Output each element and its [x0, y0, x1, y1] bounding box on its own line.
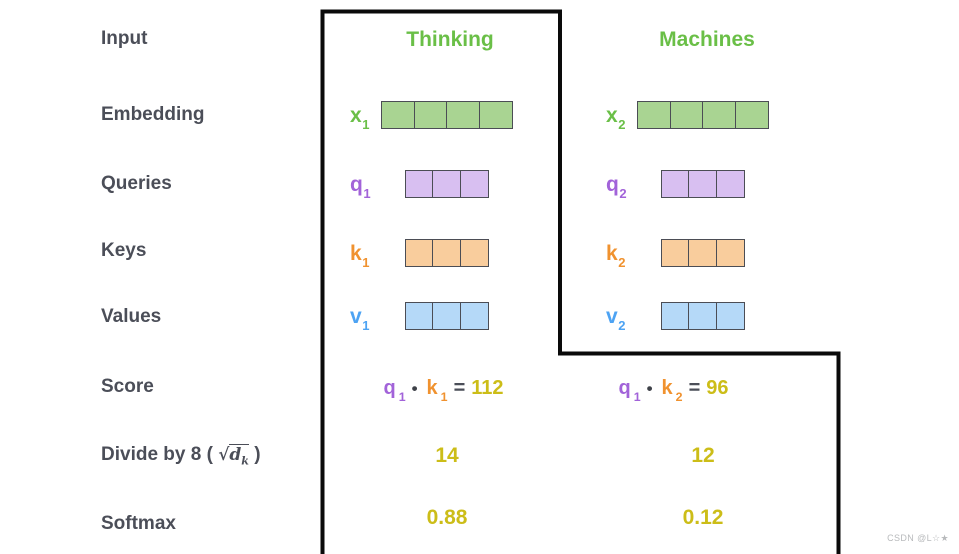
row-label-divide: Divide by 8 ( √dk ) — [101, 443, 261, 473]
vector-cell — [405, 302, 435, 330]
vector-label-v1: v1 — [350, 305, 370, 334]
vector-cell — [381, 101, 416, 129]
vector-cell — [459, 239, 490, 267]
sqrt-dk-formula: √dk — [218, 444, 249, 468]
vector-cell — [702, 101, 737, 129]
vector-cell — [432, 302, 462, 330]
sqrt-radicand: dk — [229, 444, 249, 468]
vector-cell — [661, 170, 691, 198]
column-header-machines: Machines — [659, 28, 755, 51]
vector-cell — [688, 170, 718, 198]
vector-cell — [734, 101, 769, 129]
vector-cell — [478, 101, 513, 129]
key-vector-k2 — [661, 239, 746, 267]
vector-cell — [459, 302, 490, 330]
value-vector-v1 — [405, 302, 490, 330]
vector-cell — [432, 239, 462, 267]
csdn-watermark: CSDN @L☆★ — [887, 533, 949, 543]
dot-product-icon: • — [646, 379, 653, 398]
divide-value-2: 12 — [691, 444, 715, 467]
vector-label-x2: x2 — [606, 104, 626, 133]
vector-cell — [715, 302, 746, 330]
row-label-queries: Queries — [101, 173, 172, 194]
row-label-keys: Keys — [101, 240, 147, 261]
softmax-value-2: 0.12 — [682, 506, 724, 529]
vector-label-k2: k2 — [606, 242, 626, 271]
query-vector-q1 — [405, 170, 490, 198]
vector-label-q1: q1 — [350, 173, 371, 202]
vector-label-x1: x1 — [350, 104, 370, 133]
vector-cell — [459, 170, 490, 198]
divide-text-prefix: Divide by 8 ( — [101, 444, 219, 465]
score1-equals: = — [453, 377, 466, 399]
row-label-softmax: Softmax — [101, 513, 176, 534]
vector-label-v2: v2 — [606, 305, 626, 334]
row-label-score: Score — [101, 376, 154, 397]
embedding-vector-x2 — [637, 101, 769, 129]
vector-cell — [669, 101, 704, 129]
dot-product-icon: • — [411, 379, 418, 398]
dk-d: d — [229, 445, 242, 465]
score1-value: 112 — [471, 377, 504, 399]
vector-cell — [661, 239, 691, 267]
query-vector-q2 — [661, 170, 746, 198]
vector-cell — [688, 302, 718, 330]
vector-cell — [688, 239, 718, 267]
vector-cell — [715, 170, 746, 198]
dk-sub-k: k — [241, 454, 249, 468]
vector-cell — [446, 101, 481, 129]
embedding-vector-x1 — [381, 101, 513, 129]
column-header-thinking: Thinking — [406, 28, 494, 51]
vector-cell — [661, 302, 691, 330]
vector-label-q2: q2 — [606, 173, 627, 202]
vector-cell — [637, 101, 672, 129]
step-outline-path — [320, 9, 841, 554]
vector-cell — [405, 239, 435, 267]
score2-value: 96 — [706, 377, 729, 399]
vector-cell — [715, 239, 746, 267]
vector-cell — [413, 101, 448, 129]
divide-value-1: 14 — [435, 444, 459, 467]
score2-equals: = — [688, 377, 701, 399]
divide-text-suffix: ) — [248, 444, 261, 465]
key-vector-k1 — [405, 239, 490, 267]
row-label-embedding: Embedding — [101, 104, 205, 125]
row-label-input: Input — [101, 28, 148, 49]
value-vector-v2 — [661, 302, 746, 330]
vector-cell — [405, 170, 435, 198]
vector-label-k1: k1 — [350, 242, 370, 271]
sqrt-symbol: √ — [218, 445, 230, 465]
softmax-value-1: 0.88 — [426, 506, 468, 529]
row-label-values: Values — [101, 306, 162, 327]
vector-cell — [432, 170, 462, 198]
